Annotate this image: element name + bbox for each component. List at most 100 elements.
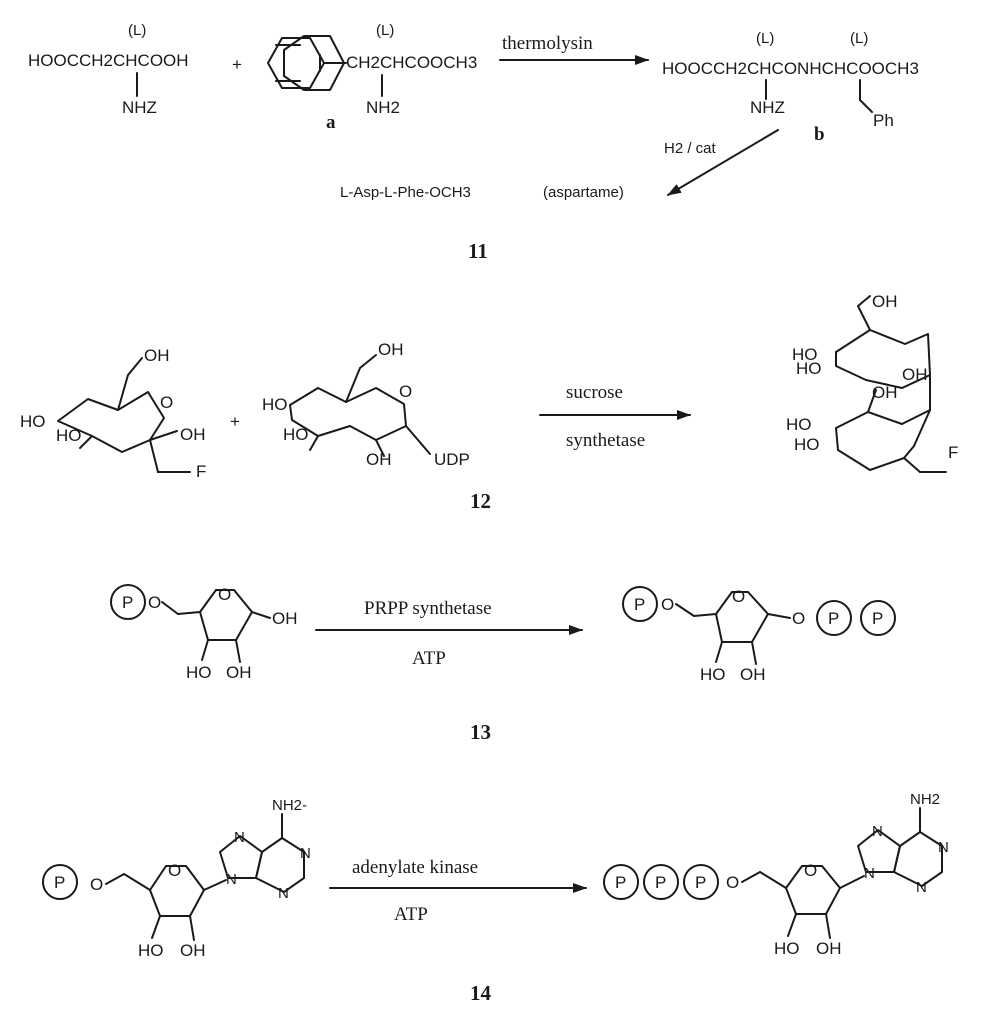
phosphate-label: P xyxy=(695,873,706,892)
scheme-number: 13 xyxy=(470,720,491,744)
reactant-phe-formula: CH2CHCOOCH3 xyxy=(346,53,477,72)
nitrogen-label: N xyxy=(916,879,927,896)
phosphate-circle xyxy=(683,864,719,900)
hydrogenation-label: H2 / cat xyxy=(664,140,717,157)
ring-oxygen-label: O xyxy=(168,861,181,880)
ribose-ring xyxy=(741,865,865,939)
reaction-11: (L) HOOCCH2CHCOOH NHZ + (L) CH2CHCOOCH3 … xyxy=(28,22,919,263)
hydroxyl-label: OH xyxy=(872,292,898,311)
oxygen-label: O xyxy=(90,875,103,894)
hydroxyl-label: HO xyxy=(186,663,212,682)
product-b-substituent-nhz: NHZ xyxy=(750,98,785,117)
udp-label: UDP xyxy=(434,450,470,469)
reactant-aspartic-substituent: NHZ xyxy=(122,98,157,117)
config-label: (L) xyxy=(850,30,868,47)
phosphate-circle xyxy=(110,584,146,620)
phosphate-label: P xyxy=(122,593,133,612)
nitrogen-label: N xyxy=(234,829,245,846)
ribose-ring xyxy=(161,589,271,663)
phosphate-circle xyxy=(816,600,852,636)
phosphate-label: P xyxy=(655,873,666,892)
phosphate-circle xyxy=(622,586,658,622)
plus-sign: + xyxy=(230,412,240,431)
phosphate-label: P xyxy=(872,609,883,628)
reaction-13: P O O OH HO OH PRPP synthetase ATP P O xyxy=(110,584,896,744)
hydroxyl-label: HO xyxy=(262,395,288,414)
hydroxyl-label: HO xyxy=(792,345,818,364)
fluorine-label: F xyxy=(196,462,206,481)
config-label: (L) xyxy=(128,22,146,39)
phosphate-label: P xyxy=(54,873,65,892)
oxygen-label: O xyxy=(661,595,674,614)
phosphate-circle xyxy=(42,864,78,900)
oxygen-label: O xyxy=(148,593,161,612)
scheme-number: 11 xyxy=(468,239,488,263)
hydroxyl-label: HO xyxy=(700,665,726,684)
hydroxyl-label: OH xyxy=(180,425,206,444)
hydroxyl-label: OH xyxy=(366,450,392,469)
fluoro-sugar-structure xyxy=(57,357,191,473)
ring-oxygen-label: O xyxy=(399,382,412,401)
ring-oxygen-label: O xyxy=(804,861,817,880)
reactant-phe-substituent: NH2 xyxy=(366,98,400,117)
hydroxyl-label: OH xyxy=(740,665,766,684)
nitrogen-label: N xyxy=(278,885,289,902)
enzyme-label: synthetase xyxy=(566,430,645,451)
plus-sign: + xyxy=(232,55,242,74)
nitrogen-label: N xyxy=(226,871,237,888)
oxygen-label: O xyxy=(792,609,805,628)
ring-oxygen-label: O xyxy=(732,587,745,606)
hydroxyl-label: OH xyxy=(144,346,170,365)
scheme-number: 14 xyxy=(470,981,492,1005)
phosphate-circle xyxy=(643,864,679,900)
hydroxyl-label: OH xyxy=(872,383,898,402)
cofactor-label: ATP xyxy=(394,904,428,925)
hydroxyl-label: OH xyxy=(180,941,206,960)
hydroxyl-label: HO xyxy=(786,415,812,434)
hydroxyl-label: HO xyxy=(138,941,164,960)
final-product-name: (aspartame) xyxy=(543,184,624,201)
hydroxyl-label: OH xyxy=(226,663,252,682)
config-label: (L) xyxy=(376,22,394,39)
phosphate-label: P xyxy=(615,873,626,892)
hydroxyl-label: HO xyxy=(794,435,820,454)
ring-oxygen-label: O xyxy=(218,585,231,604)
hydroxyl-label: HO xyxy=(283,425,309,444)
ring-oxygen-label: O xyxy=(160,393,173,412)
nitrogen-label: N xyxy=(872,823,883,840)
phosphate-label: P xyxy=(828,609,839,628)
oxygen-label: O xyxy=(726,873,739,892)
nitrogen-label: N xyxy=(938,839,949,856)
phosphate-circle xyxy=(860,600,896,636)
enzyme-label: PRPP synthetase xyxy=(364,598,492,619)
reaction-arrow xyxy=(667,129,779,196)
amine-label: NH2- xyxy=(272,797,307,814)
hydroxyl-label: HO xyxy=(56,426,82,445)
enzyme-label: sucrose xyxy=(566,382,623,403)
hydroxyl-label: HO xyxy=(20,412,46,431)
final-product: L-Asp-L-Phe-OCH3 xyxy=(340,184,471,201)
label-b: b xyxy=(814,124,825,145)
amine-label: NH2 xyxy=(910,791,940,808)
label-a: a xyxy=(326,112,336,133)
hydroxyl-label: OH xyxy=(272,609,298,628)
enzyme-label: thermolysin xyxy=(502,33,593,54)
hydroxyl-label: OH xyxy=(378,340,404,359)
nitrogen-label: N xyxy=(300,845,311,862)
product-b-formula: HOOCCH2CHCONHCHCOOCH3 xyxy=(662,59,919,78)
hydroxyl-label: HO xyxy=(796,359,822,378)
nitrogen-label: N xyxy=(864,865,875,882)
product-b-substituent-ph: Ph xyxy=(873,111,894,130)
config-label: (L) xyxy=(756,30,774,47)
adenine-ring xyxy=(857,807,943,887)
reaction-14: P O O N N N N NH2- HO OH adenylate kinas… xyxy=(42,791,949,1005)
reaction-12: OH O HO HO OH F + OH O HO HO OH UDP sucr… xyxy=(20,292,958,513)
hydroxyl-label: OH xyxy=(816,939,842,958)
fluorosucrose-structure xyxy=(835,295,947,473)
phosphate-label: P xyxy=(634,595,645,614)
cofactor-label: ATP xyxy=(412,648,446,669)
fluorine-label: F xyxy=(948,443,958,462)
ribose-ring xyxy=(675,591,791,665)
hydroxyl-label: OH xyxy=(902,365,928,384)
